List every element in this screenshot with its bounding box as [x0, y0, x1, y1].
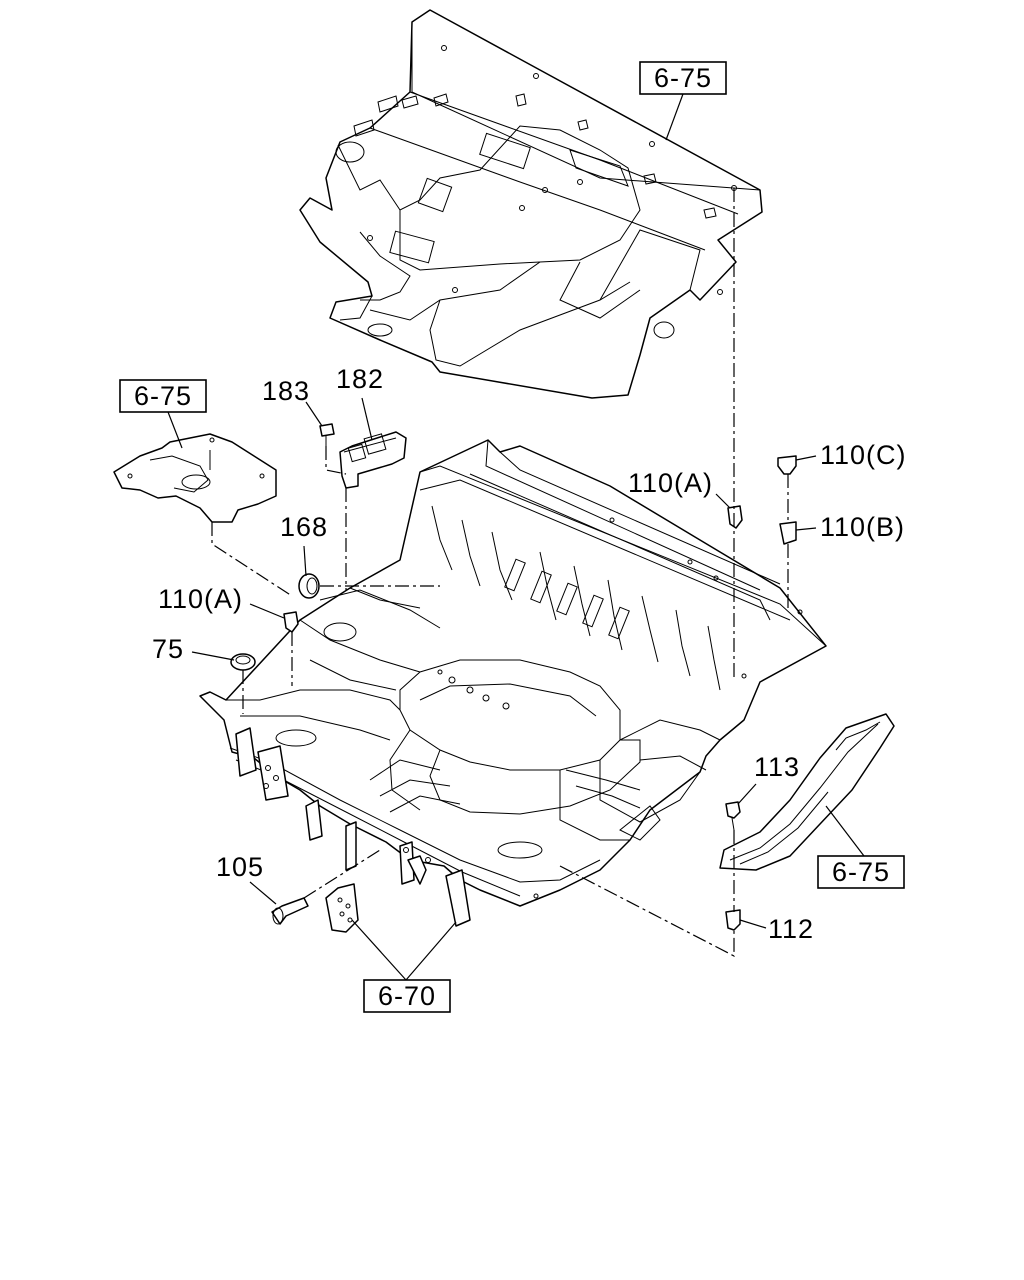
callout-110c: 110(C): [820, 440, 907, 470]
part-112-clip[interactable]: [725, 909, 741, 931]
ref-label-top: 6-75: [654, 63, 712, 93]
ref-box-bottom[interactable]: 6-70: [363, 979, 451, 1013]
ref-label-left: 6-75: [134, 381, 192, 411]
callout-168: 168: [280, 512, 328, 542]
callout-182: 182: [336, 364, 384, 394]
callout-110b: 110(B): [820, 512, 905, 542]
callout-105: 105: [216, 852, 264, 882]
callout-labels: 183 182 168 110(A) 75 110(A) 110(C) 110(…: [152, 364, 907, 944]
left-small-panel: [113, 433, 277, 523]
ref-box-right[interactable]: 6-75: [817, 855, 905, 889]
leader-ref-right: [825, 805, 865, 857]
callout-110a-right: 110(A): [628, 468, 713, 498]
part-182-bracket[interactable]: [339, 431, 407, 489]
part-75-plug[interactable]: [230, 653, 256, 671]
callout-leaders: [191, 397, 817, 929]
main-floor-assembly: [199, 439, 827, 927]
callout-113: 113: [754, 752, 800, 782]
ref-box-left[interactable]: 6-75: [119, 379, 207, 413]
part-110a-right-clip[interactable]: [727, 505, 743, 529]
part-113-screw[interactable]: [725, 801, 741, 831]
leader-ref-bottom-b: [405, 921, 457, 981]
callout-75: 75: [152, 634, 184, 664]
assembly-lines: [211, 188, 789, 957]
part-110a-left-clip[interactable]: [283, 611, 299, 633]
upper-floor-panel: [299, 9, 763, 399]
part-168-grommet[interactable]: [298, 573, 320, 599]
part-110b-clip[interactable]: [779, 521, 797, 545]
ref-label-bottom: 6-70: [378, 981, 436, 1011]
part-105-bolt[interactable]: [271, 897, 309, 925]
ref-label-right: 6-75: [832, 857, 890, 887]
ref-box-top[interactable]: 6-75: [639, 61, 727, 95]
leader-ref-left: [167, 411, 183, 449]
part-110c-clip[interactable]: [777, 455, 797, 475]
part-183-bolt[interactable]: [319, 423, 335, 446]
callout-110a-left: 110(A): [158, 584, 243, 614]
part-6-70-bracket[interactable]: [325, 883, 359, 933]
side-step-panel: [719, 713, 895, 871]
callout-112: 112: [768, 914, 814, 944]
leader-ref-bottom-a: [351, 919, 407, 981]
callout-183: 183: [262, 376, 310, 406]
leader-ref-top: [665, 93, 684, 141]
